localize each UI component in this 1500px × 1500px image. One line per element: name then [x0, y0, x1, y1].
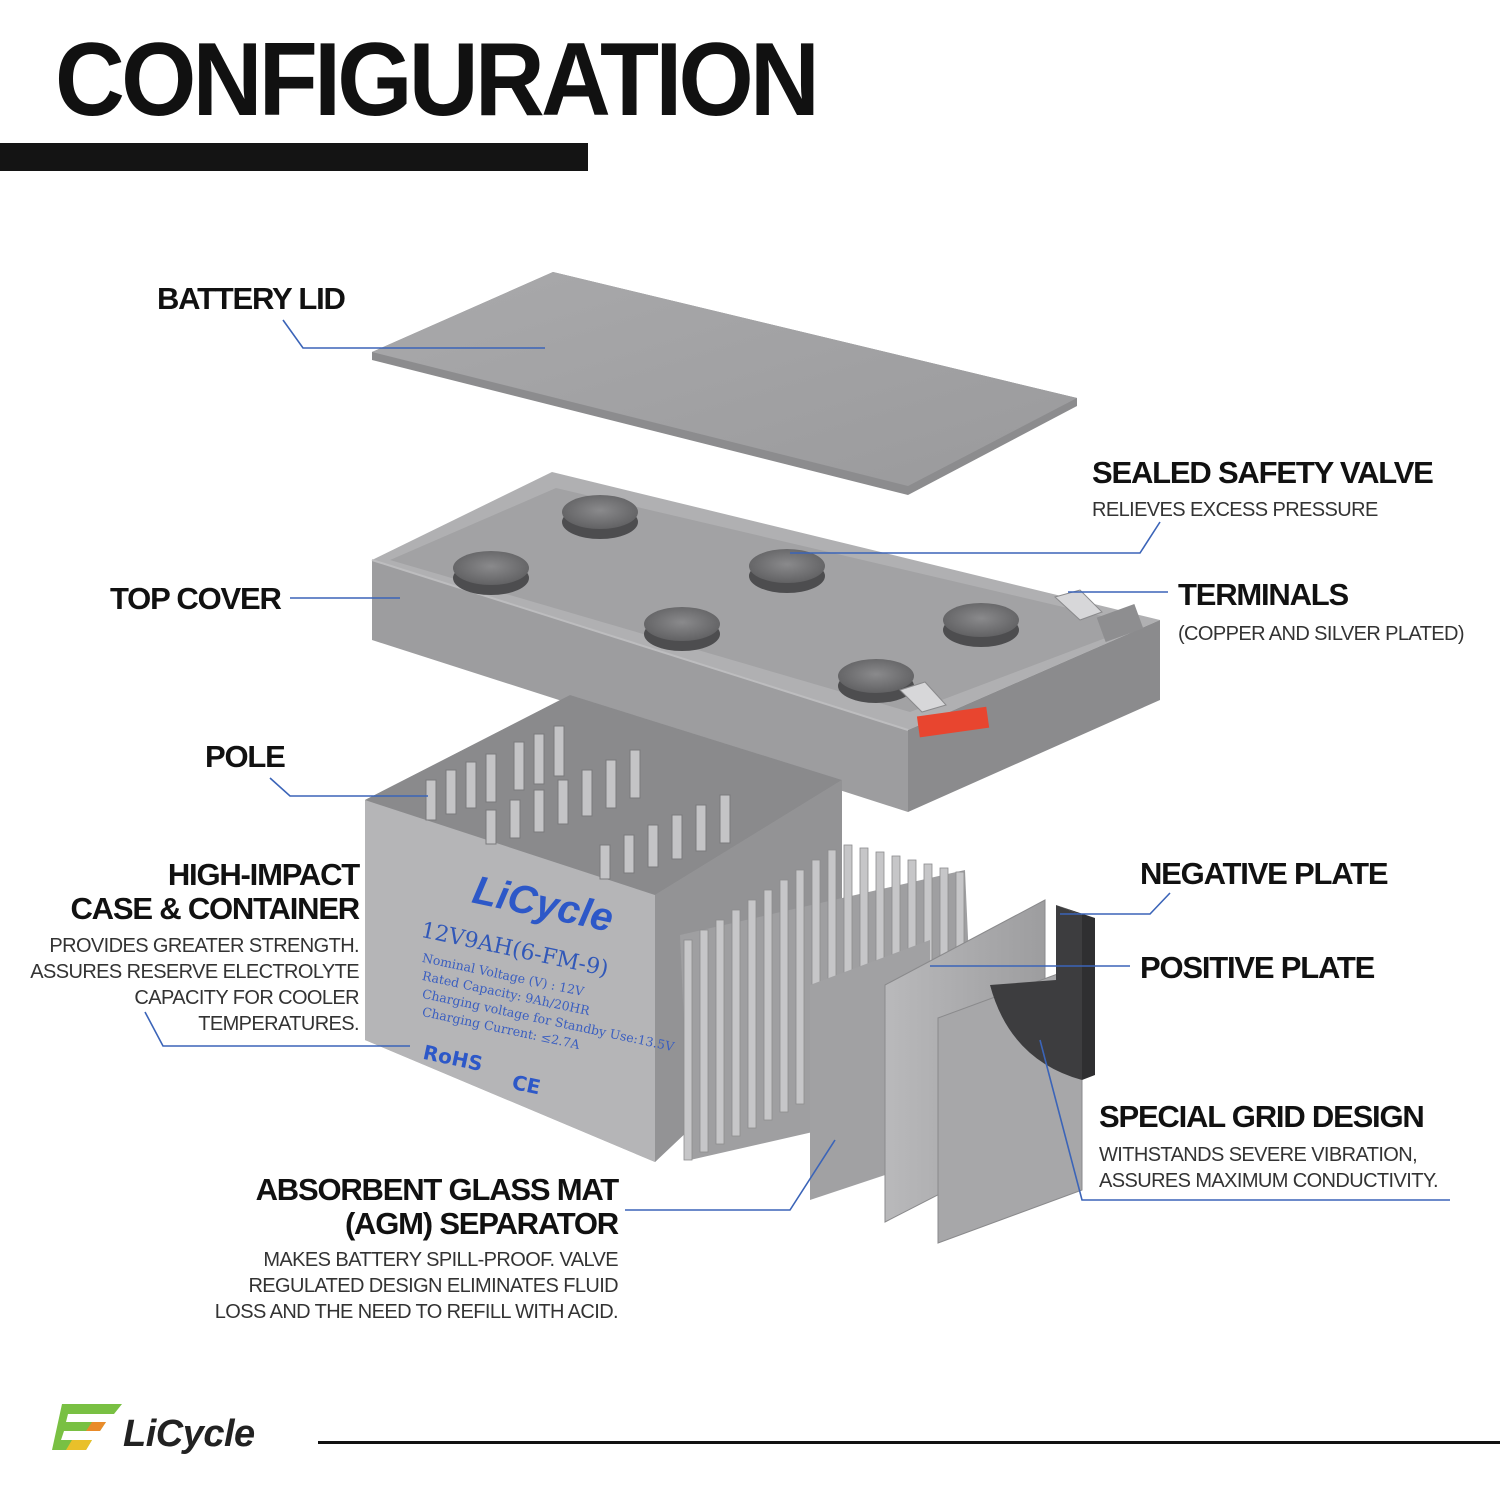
poles: [425, 725, 731, 880]
label-terminals: TERMINALS: [1178, 577, 1349, 612]
terminal-tabs: [899, 589, 1144, 738]
licycle-logo-icon: [52, 1404, 122, 1450]
desc-agm-line2: REGULATED DESIGN ELIMINATES FLUID: [248, 1275, 618, 1297]
valve-caps: [453, 495, 1019, 703]
label-pole: POLE: [205, 739, 286, 774]
label-sealed-safety-valve: SEALED SAFETY VALVE: [1092, 455, 1434, 490]
top-cover-shape: [371, 472, 1160, 812]
footer-brand-name: LiCycle: [123, 1413, 255, 1455]
desc-grid-line1: WITHSTANDS SEVERE VIBRATION,: [1099, 1144, 1418, 1166]
label-top-cover: TOP COVER: [110, 581, 282, 616]
plates: [884, 899, 1095, 1244]
title-underline: [0, 143, 588, 171]
desc-agm-line3: LOSS AND THE NEED TO REFILL WITH ACID.: [214, 1301, 619, 1323]
page-title: CONFIGURATION: [55, 22, 820, 138]
label-case-line1: HIGH-IMPACT: [167, 857, 360, 892]
label-special-grid-design: SPECIAL GRID DESIGN: [1099, 1099, 1425, 1134]
label-negative-plate: NEGATIVE PLATE: [1140, 856, 1388, 891]
label-agm-line1: ABSORBENT GLASS MAT: [255, 1172, 620, 1207]
leader-lines: [144, 319, 1450, 1211]
label-battery-lid: BATTERY LID: [157, 281, 346, 316]
desc-agm-line1: MAKES BATTERY SPILL-PROOF. VALVE: [263, 1249, 618, 1271]
desc-case-line1: PROVIDES GREATER STRENGTH.: [49, 935, 359, 957]
label-agm-line2: (AGM) SEPARATOR: [344, 1206, 619, 1241]
footer-rule: [318, 1441, 1500, 1444]
desc-grid-line2: ASSURES MAXIMUM CONDUCTIVITY.: [1099, 1170, 1439, 1192]
desc-terminals: (COPPER AND SILVER PLATED): [1178, 623, 1465, 645]
desc-sealed-safety-valve: RELIEVES EXCESS PRESSURE: [1092, 499, 1378, 521]
desc-case-line2: ASSURES RESERVE ELECTROLYTE: [30, 961, 359, 983]
label-positive-plate: POSITIVE PLATE: [1140, 950, 1375, 985]
label-case-line2: CASE & CONTAINER: [70, 891, 360, 926]
battery-lid-shape: [372, 272, 1077, 495]
desc-case-line3: CAPACITY FOR COOLER: [134, 987, 359, 1009]
desc-case-line4: TEMPERATURES.: [198, 1013, 359, 1035]
